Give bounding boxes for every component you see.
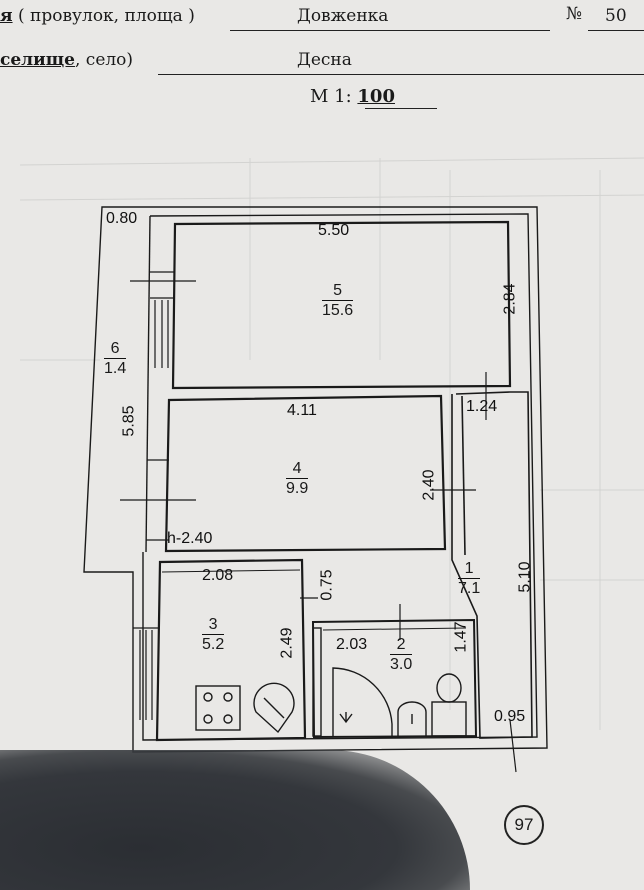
room-3-number: 3 [208, 616, 218, 633]
dim-room-3-width: 2.08 [202, 567, 234, 584]
room-3-label: 3 5.2 [202, 616, 225, 654]
dim-room-4-width: 4.11 [287, 402, 317, 419]
scale-label: М 1: [310, 86, 352, 107]
shower-icon [312, 627, 393, 737]
dim-room-2-width: 2.03 [336, 636, 368, 653]
room-5-area: 15.6 [322, 300, 354, 319]
line2-label: , село) [74, 50, 134, 70]
address-line-street: я ( провулок, площа ) [0, 6, 195, 26]
washbasin-icon [397, 701, 427, 736]
room-1-number: 1 [464, 560, 474, 577]
room-1-label: 1 7.1 [458, 560, 481, 598]
sink-icon [253, 682, 295, 734]
shadow-overlay [0, 750, 470, 890]
room-3-outline [155, 558, 307, 742]
dim-corridor-width: 0.95 [494, 708, 526, 725]
room-4-area: 9.9 [286, 478, 309, 497]
street-name: Довженка [297, 6, 389, 26]
window-room-3 [133, 627, 158, 720]
toilet-icon [431, 673, 467, 737]
room-4-label: 4 9.9 [286, 460, 309, 498]
dim-room-4-height: h-2.40 [167, 530, 213, 547]
inner-wall-outline [142, 213, 538, 741]
dim-door: 0.75 [318, 569, 336, 601]
number-underline [588, 30, 644, 31]
room-2-area: 3.0 [390, 654, 413, 673]
room-6-area: 1.4 [104, 358, 127, 377]
room-1-outline [451, 391, 533, 739]
dim-top-left: 0.80 [106, 210, 138, 227]
room-6-number: 6 [110, 340, 120, 357]
line1-prefix: я [0, 6, 13, 26]
room-5-number: 5 [333, 282, 343, 299]
dim-room-3-depth: 2.49 [278, 627, 296, 659]
dim-room-4-depth: 2.40 [420, 469, 438, 501]
window-room-5 [130, 271, 196, 368]
dim-room-5-depth: 2.84 [501, 283, 519, 315]
dim-room-1-width: 1.24 [466, 398, 498, 415]
stove-icon [195, 685, 241, 731]
village-underline [158, 74, 644, 75]
room-5-label: 5 15.6 [322, 282, 354, 320]
scale-underline [365, 108, 437, 109]
room-6-label: 6 1.4 [104, 340, 127, 378]
house-number: 50 [605, 6, 627, 26]
line1-label: ( провулок, площа ) [17, 6, 195, 26]
dim-room-1-depth: 5.10 [516, 561, 534, 593]
room-2-number: 2 [396, 636, 406, 653]
dim-room-5-width: 5.50 [318, 222, 350, 239]
address-line-village: селище, село) [0, 50, 133, 70]
dim-room-2-depth: 1.47 [452, 621, 470, 653]
room-4-number: 4 [292, 460, 302, 477]
room-4-outline [164, 394, 447, 553]
room-2-label: 2 3.0 [390, 636, 413, 674]
room-5-outline [171, 220, 512, 390]
room-3-area: 5.2 [202, 634, 225, 653]
page-stamp: 97 [504, 805, 544, 845]
scale-value: 100 [357, 86, 395, 107]
number-sign: № [566, 4, 583, 24]
village-name: Десна [297, 50, 352, 70]
window-room-4 [120, 459, 196, 541]
dim-left-depth: 5.85 [120, 405, 138, 437]
room-1-area: 7.1 [458, 578, 481, 597]
scale: М 1: 100 [310, 86, 395, 107]
street-underline [230, 30, 550, 31]
line2-prefix: селище [0, 50, 75, 70]
